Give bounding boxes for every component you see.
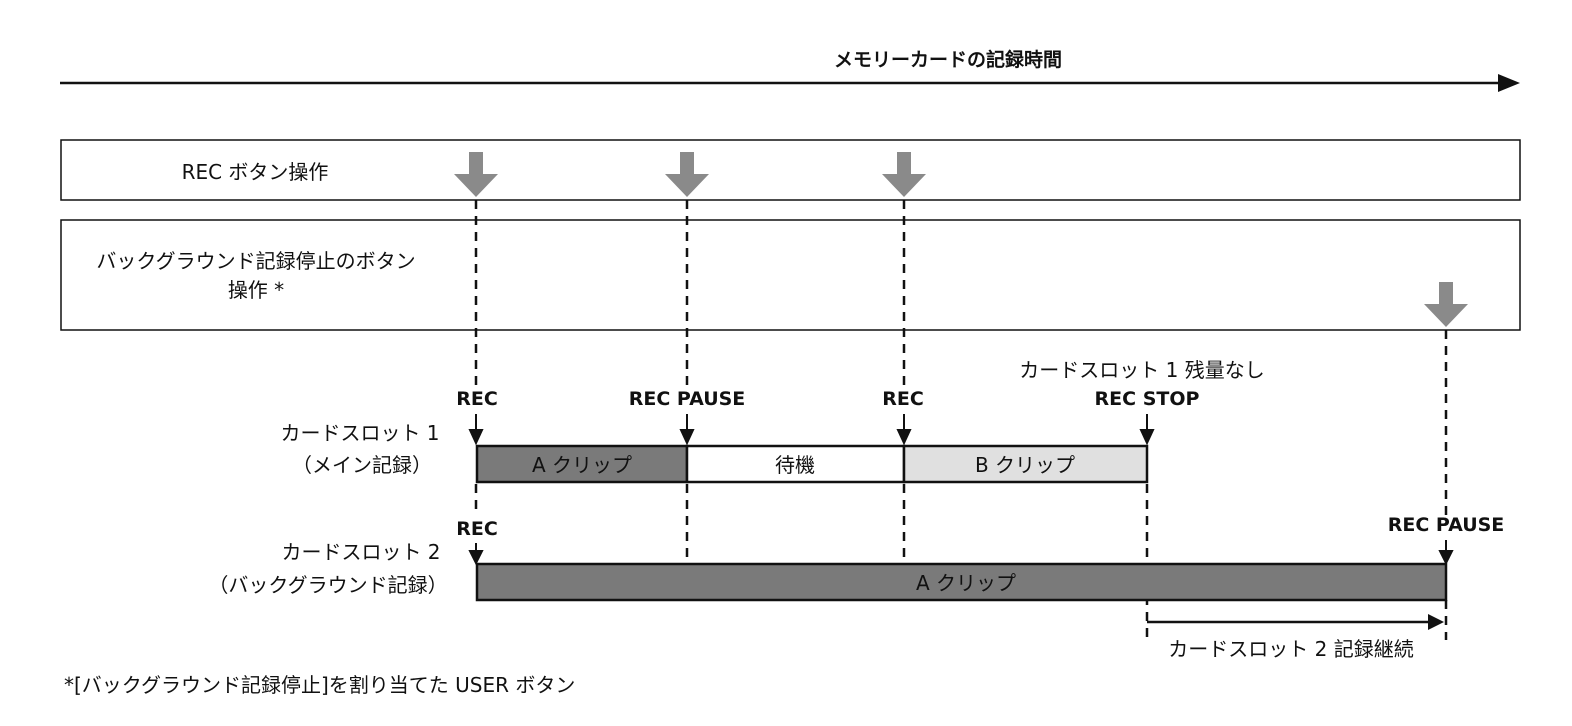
rec-button-row [60,139,1521,201]
slot1-event-pause: REC PAUSE [629,388,746,410]
bg-stop-button-row [60,219,1521,331]
slot1-label-line1: カードスロット 1 [280,421,439,445]
down-arrow-icon [468,550,484,566]
press-arrow-icon [665,152,709,197]
bg-stop-row-label-line1: バックグラウンド記録停止のボタン [96,249,415,273]
slot1-event-rec1: REC [456,388,498,410]
down-arrow-icon [1139,429,1155,446]
press-arrow-icon [882,152,926,197]
footnote: *[バックグラウンド記録停止]を割り当てた USER ボタン [64,673,575,697]
down-arrow-icon [679,429,695,446]
slot1-segment-b-label: B クリップ [975,453,1075,477]
slot1-label-line2: （メイン記録） [292,453,432,477]
slot2-segment-a-label: A クリップ [916,571,1016,595]
slot2-event-rec: REC [456,518,498,540]
timeline-label: メモリーカードの記録時間 [834,48,1062,71]
slot1-event-stop: REC STOP [1095,388,1200,410]
slot2-segment-a-clip [475,562,1448,602]
down-arrow-icon [468,429,484,446]
timeline-arrowhead [1498,74,1520,92]
slot2-continue-label: カードスロット 2 記録継続 [1168,637,1413,661]
down-arrow-icon [1438,550,1454,566]
slot1-segment-b-clip [902,444,1149,484]
right-arrow-icon [1428,614,1444,630]
slot2-event-pause: REC PAUSE [1388,514,1505,536]
slot1-event-rec2: REC [882,388,924,410]
press-arrow-icon [1424,282,1468,327]
bg-stop-row-label-line2: 操作 * [228,278,284,302]
slot2-label-line1: カードスロット 2 [281,540,440,564]
slot1-segment-a-label: A クリップ [532,453,632,477]
slot1-segment-a-clip [475,444,689,484]
slot1-event-empty: カードスロット 1 残量なし [1019,358,1264,382]
rec-button-row-label: REC ボタン操作 [182,160,329,184]
press-arrow-icon [454,152,498,197]
slot1-segment-standby-label: 待機 [775,453,815,477]
slot2-label-line2: （バックグラウンド記録） [208,573,447,597]
down-arrow-icon [896,429,912,446]
